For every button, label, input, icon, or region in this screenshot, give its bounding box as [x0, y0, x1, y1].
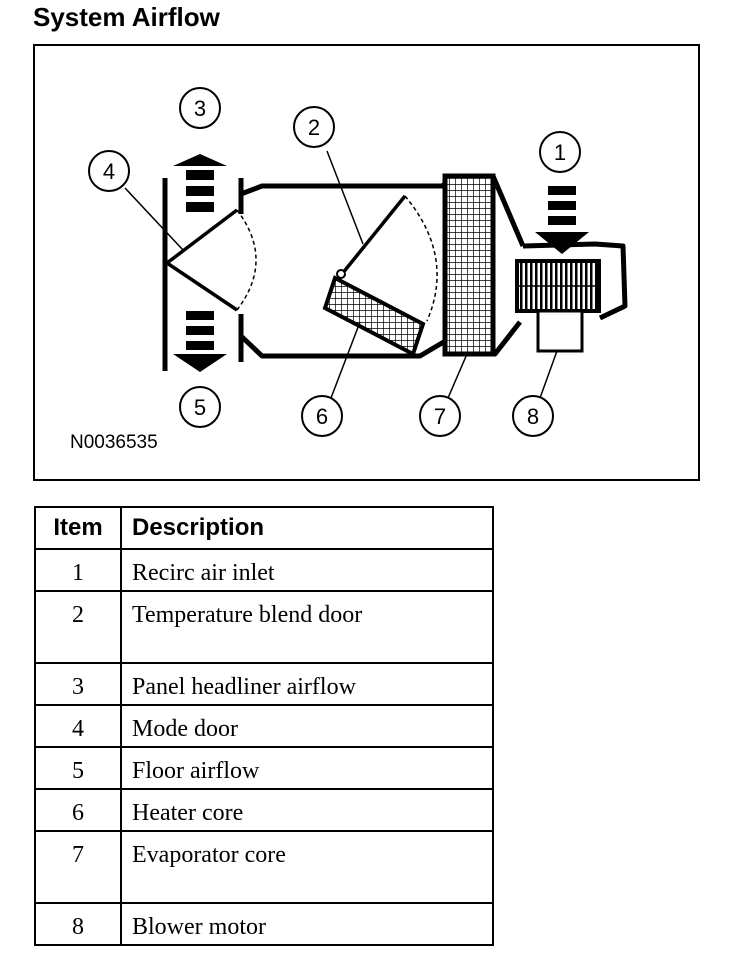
description-column-header: Description	[120, 506, 494, 550]
table-row: 8 Blower motor	[34, 902, 494, 946]
page-title: System Airflow	[33, 2, 220, 32]
table-row: 4 Mode door	[34, 704, 494, 748]
temperature-blend-door	[336, 194, 438, 322]
item-number: 7	[34, 830, 122, 904]
item-description: Evaporator core	[120, 830, 494, 904]
item-description: Recirc air inlet	[120, 548, 494, 592]
item-description: Floor airflow	[120, 746, 494, 790]
mode-door	[162, 178, 257, 371]
item-number: 4	[34, 704, 122, 748]
item-column-header: Item	[34, 506, 122, 550]
table-row: 5 Floor airflow	[34, 746, 494, 790]
arrow-up-panel	[173, 154, 227, 212]
table-row: 1 Recirc air inlet	[34, 548, 494, 592]
svg-text:5: 5	[194, 395, 206, 420]
item-description: Blower motor	[120, 902, 494, 946]
heater-core	[322, 275, 426, 357]
items-table: Item Description 1 Recirc air inlet 2 Te…	[34, 506, 494, 946]
callout-4: 4	[88, 150, 130, 192]
item-description: Mode door	[120, 704, 494, 748]
svg-text:4: 4	[103, 159, 115, 184]
svg-text:1: 1	[554, 140, 566, 165]
table-row: 6 Heater core	[34, 788, 494, 832]
callout-1: 1	[539, 131, 581, 173]
arrow-down-floor	[173, 311, 227, 372]
svg-text:7: 7	[434, 404, 446, 429]
callout-2: 2	[293, 106, 335, 148]
evaporator-core	[442, 173, 496, 357]
arrow-down-recirc	[535, 186, 589, 254]
svg-text:6: 6	[316, 404, 328, 429]
item-number: 1	[34, 548, 122, 592]
item-description: Panel headliner airflow	[120, 662, 494, 706]
item-number: 5	[34, 746, 122, 790]
item-number: 6	[34, 788, 122, 832]
item-number: 2	[34, 590, 122, 664]
callout-5: 5	[179, 386, 221, 428]
svg-text:3: 3	[194, 96, 206, 121]
item-description: Heater core	[120, 788, 494, 832]
table-row: 7 Evaporator core	[34, 830, 494, 904]
blower-motor	[515, 259, 601, 353]
callout-3: 3	[179, 87, 221, 129]
table-row: 2 Temperature blend door	[34, 590, 494, 664]
svg-text:2: 2	[308, 115, 320, 140]
table-row: 3 Panel headliner airflow	[34, 662, 494, 706]
table-header-row: Item Description	[34, 506, 494, 550]
item-number: 3	[34, 662, 122, 706]
callout-6: 6	[301, 395, 343, 437]
callout-7: 7	[419, 395, 461, 437]
item-description: Temperature blend door	[120, 590, 494, 664]
leader-lines	[124, 150, 558, 399]
airflow-diagram: 1 2 3 4 5 6 7 8 N0036535	[33, 44, 700, 481]
svg-text:8: 8	[527, 404, 539, 429]
figure-id: N0036535	[70, 432, 158, 453]
callout-8: 8	[512, 395, 554, 437]
item-number: 8	[34, 902, 122, 946]
